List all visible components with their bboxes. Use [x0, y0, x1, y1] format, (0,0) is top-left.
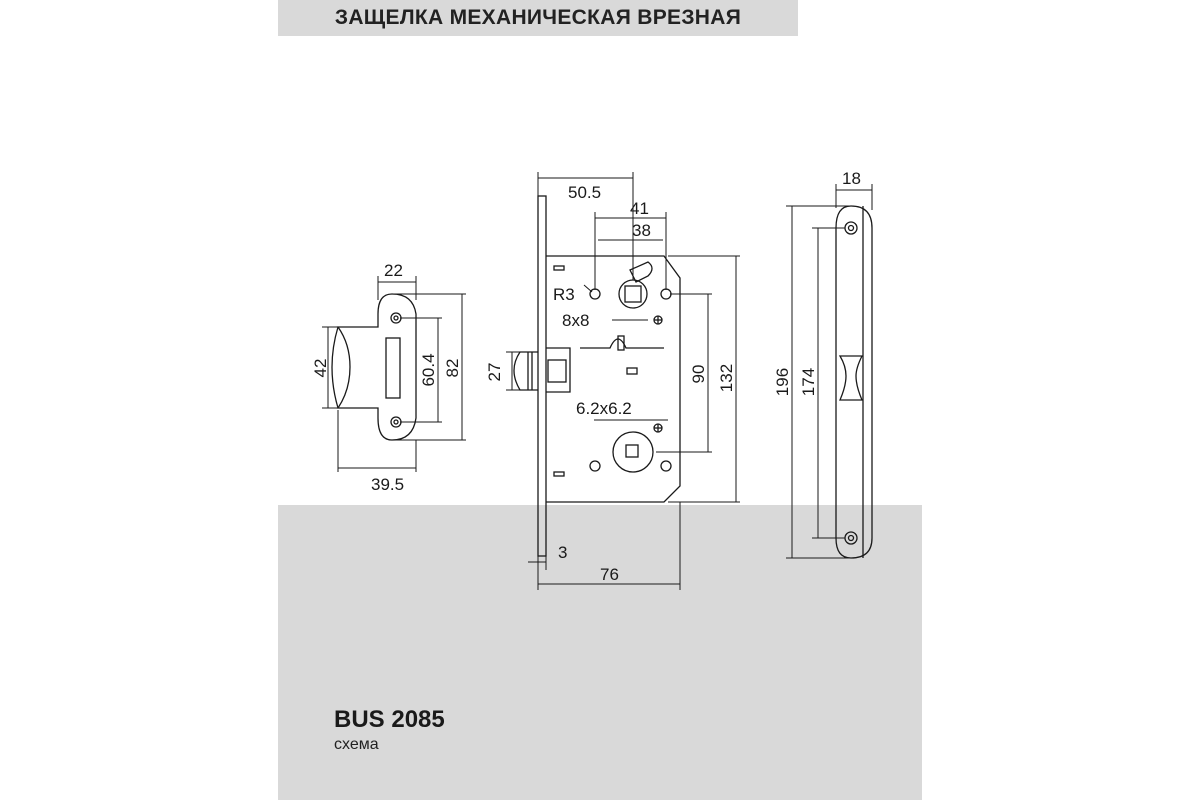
- page-title: ЗАЩЕЛКА МЕХАНИЧЕСКАЯ ВРЕЗНАЯ: [334, 6, 742, 29]
- dim-latch-height: 27: [485, 363, 504, 382]
- dim-strike-hole-spacing: 60.4: [419, 353, 438, 386]
- faceplate: [835, 205, 873, 559]
- strike-plate: [331, 293, 417, 441]
- title-bar: ЗАЩЕЛКА МЕХАНИЧЕСКАЯ ВРЕЗНАЯ: [278, 0, 798, 36]
- dim-strike-height: 82: [443, 359, 462, 378]
- dim-faceplate-hole-spacing: 174: [799, 368, 818, 396]
- dim-backset: 50.5: [568, 183, 601, 202]
- dim-upper-spindle: 8x8: [562, 311, 589, 330]
- dim-body-height: 132: [717, 364, 736, 392]
- lock-body: [513, 195, 681, 557]
- lock-dimension-lines: [506, 172, 740, 590]
- dim-spindle-distance: 90: [689, 365, 708, 384]
- dim-lower-spindle: 6.2x6.2: [576, 399, 632, 418]
- faceplate-dimension-lines: [786, 184, 873, 559]
- dim-faceplate-height: 196: [773, 368, 792, 396]
- dim-strike-length: 39.5: [371, 475, 404, 494]
- dim-body-depth: 76: [600, 565, 619, 584]
- model-subtitle: схема: [334, 736, 379, 753]
- dim-strike-width: 22: [384, 261, 403, 280]
- dim-hole-spacing-inner: 38: [632, 221, 651, 240]
- bottom-panel: [278, 505, 922, 800]
- model-name: BUS 2085: [334, 706, 445, 733]
- dim-faceplate-thickness: 3: [558, 543, 567, 562]
- dim-faceplate-width: 18: [842, 169, 861, 188]
- dim-hole-spacing-outer: 41: [630, 199, 649, 218]
- strike-dimension-lines: [322, 276, 466, 472]
- dim-strike-depth: 42: [311, 359, 330, 378]
- dim-hole-radius: R3: [553, 285, 575, 304]
- dimension-labels: 22 42 60.4 82 39.5 50.5 41 38 R3 8x8 27 …: [311, 169, 861, 584]
